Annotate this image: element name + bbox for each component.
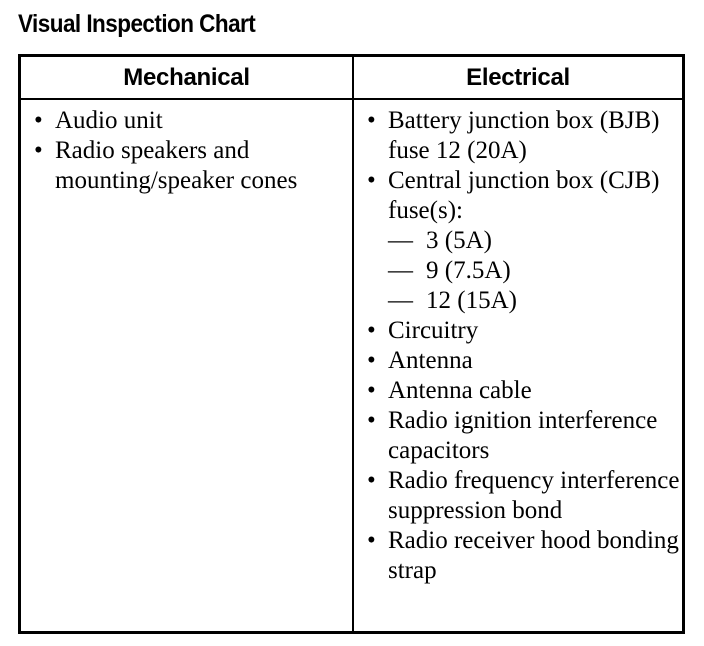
list-item-label: Central junction box (CJB) fuse(s):	[388, 167, 660, 224]
list-item-label: Radio speakers and mounting/speaker cone…	[55, 137, 298, 194]
bullet-icon: •	[367, 107, 376, 134]
fuse-sublist: — 3 (5A) — 9 (7.5A) — 12 (15A)	[388, 226, 682, 316]
sub-list-item: — 9 (7.5A)	[388, 256, 682, 286]
bullet-icon: •	[367, 527, 376, 554]
cell-mechanical: • Audio unit • Radio speakers and mounti…	[21, 100, 352, 631]
column-header-mechanical: Mechanical	[123, 63, 250, 91]
bullet-icon: •	[367, 167, 376, 194]
list-item: • Radio speakers and mounting/speaker co…	[21, 136, 352, 196]
bullet-icon: •	[34, 107, 43, 134]
page-title: Visual Inspection Chart	[18, 10, 256, 38]
list-item-label: Circuitry	[388, 317, 479, 344]
bullet-icon: •	[367, 407, 376, 434]
list-item-label: Antenna	[388, 347, 473, 374]
list-item-label: Radio frequency interference suppression…	[388, 467, 680, 524]
sub-list-item: — 3 (5A)	[388, 226, 682, 256]
table-header-row: Mechanical Electrical	[21, 57, 682, 100]
list-item-label: Antenna cable	[388, 377, 532, 404]
bullet-icon: •	[367, 347, 376, 374]
list-item: • Central junction box (CJB) fuse(s): — …	[354, 166, 682, 316]
bullet-icon: •	[367, 377, 376, 404]
list-item: • Antenna	[354, 346, 682, 376]
dash-icon: —	[388, 227, 413, 254]
mechanical-list: • Audio unit • Radio speakers and mounti…	[21, 106, 352, 196]
bullet-icon: •	[34, 137, 43, 164]
list-item: • Radio ignition interference capacitors	[354, 406, 682, 466]
list-item: • Radio frequency interference suppressi…	[354, 466, 682, 526]
visual-inspection-table: Mechanical Electrical • Audio unit • Rad…	[18, 54, 685, 634]
list-item: • Circuitry	[354, 316, 682, 346]
list-item: • Audio unit	[21, 106, 352, 136]
list-item: • Antenna cable	[354, 376, 682, 406]
list-item: • Radio receiver hood bonding strap	[354, 526, 682, 586]
bullet-icon: •	[367, 467, 376, 494]
sub-list-item-label: 3 (5A)	[426, 227, 492, 254]
sub-list-item-label: 9 (7.5A)	[426, 257, 511, 284]
column-divider	[352, 57, 354, 631]
list-item-label: Audio unit	[55, 107, 163, 134]
bullet-icon: •	[367, 317, 376, 344]
dash-icon: —	[388, 257, 413, 284]
list-item: • Battery junction box (BJB) fuse 12 (20…	[354, 106, 682, 166]
dash-icon: —	[388, 287, 413, 314]
list-item-label: Radio ignition interference capacitors	[388, 407, 658, 464]
sub-list-item: — 12 (15A)	[388, 286, 682, 316]
sub-list-item-label: 12 (15A)	[426, 287, 517, 314]
cell-electrical: • Battery junction box (BJB) fuse 12 (20…	[354, 100, 682, 631]
column-header-electrical: Electrical	[466, 63, 570, 91]
list-item-label: Radio receiver hood bonding strap	[388, 527, 679, 584]
list-item-label: Battery junction box (BJB) fuse 12 (20A)	[388, 107, 660, 164]
electrical-list: • Battery junction box (BJB) fuse 12 (20…	[354, 106, 682, 586]
